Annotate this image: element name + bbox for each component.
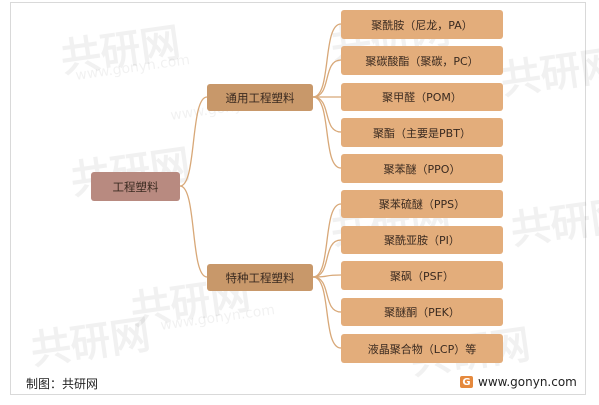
connector-branch2-leaf4 <box>312 276 342 313</box>
leaf-node: 聚苯硫醚（PPS） <box>341 190 503 218</box>
connector-branch1-leaf1 <box>312 23 342 98</box>
connector-root-branch1 <box>179 96 208 187</box>
root-node: 工程塑料 <box>91 172 180 201</box>
leaf-node: 聚酰胺（尼龙，PA） <box>341 10 503 39</box>
connector-branch2-leaf5 <box>312 276 342 349</box>
branch-node-general: 通用工程塑料 <box>207 84 313 111</box>
connector-branch2-leaf1 <box>312 203 342 278</box>
connector-branch1-leaf4 <box>312 96 342 133</box>
leaf-node: 聚醚酮（PEK） <box>341 298 503 326</box>
leaf-node: 聚酰亚胺（PI） <box>341 226 503 254</box>
connector-branch2-leaf2 <box>312 239 342 278</box>
connector-branch1-leaf2 <box>312 59 342 98</box>
website-url: www.gonyn.com <box>478 375 577 389</box>
branch-node-special: 特种工程塑料 <box>207 264 313 291</box>
leaf-node: 聚酯（主要是PBT） <box>341 118 503 147</box>
leaf-node: 聚碳酸酯（聚碳，PC） <box>341 46 503 75</box>
leaf-node: 聚甲醛（POM） <box>341 83 503 111</box>
connector-branch1-leaf5 <box>312 96 342 169</box>
website-credit: G www.gonyn.com <box>460 375 577 389</box>
leaf-node: 液晶聚合物（LCP）等 <box>341 334 503 363</box>
leaf-node: 聚砜（PSF） <box>341 261 503 290</box>
source-credit: 制图：共研网 <box>26 377 99 391</box>
gonyn-logo-icon: G <box>460 376 473 388</box>
leaf-node: 聚苯醚（PPO） <box>341 154 503 183</box>
diagram-frame <box>10 2 586 395</box>
connector-root-branch2 <box>179 185 208 278</box>
